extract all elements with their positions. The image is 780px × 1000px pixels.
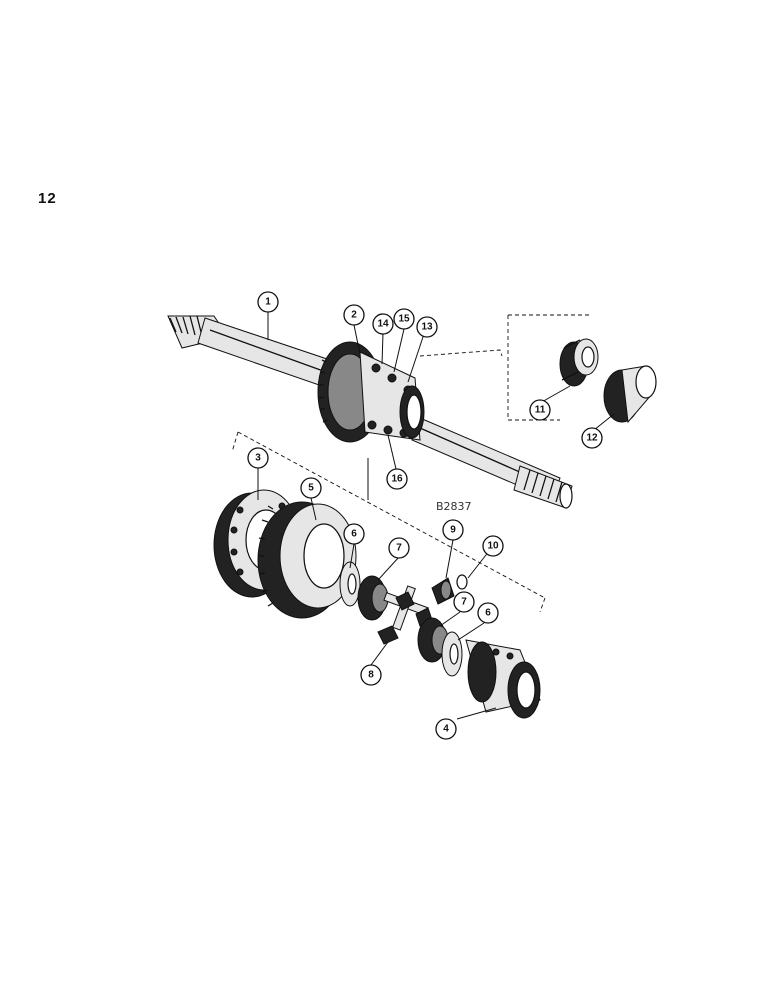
thrust-washer-left — [339, 561, 361, 607]
thrust-washer-right — [441, 631, 463, 677]
callout-4: 4 — [435, 718, 457, 740]
callout-13: 13 — [416, 316, 438, 338]
drawing-code: B2837 — [436, 500, 472, 513]
page-number: 12 — [38, 190, 57, 207]
callout-12: 12 — [581, 427, 603, 449]
svg-text:16: 16 — [391, 474, 403, 485]
side-gear-right — [417, 617, 449, 663]
callout-10: 10 — [482, 535, 504, 557]
callout-3: 3 — [247, 447, 269, 469]
ring-gear — [257, 501, 357, 619]
svg-text:2: 2 — [351, 310, 357, 321]
side-gear-left — [357, 575, 389, 621]
svg-text:8: 8 — [368, 670, 374, 681]
differential-hub-assembled — [317, 341, 425, 443]
callout-14: 14 — [372, 313, 394, 335]
callout-6-right: 6 — [477, 602, 499, 624]
callout-16: 16 — [386, 468, 408, 490]
pinion-gear — [431, 577, 455, 605]
callout-2: 2 — [343, 304, 365, 326]
differential-case — [465, 639, 541, 719]
callout-15: 15 — [393, 308, 415, 330]
svg-text:15: 15 — [398, 314, 410, 325]
callout-1: 1 — [257, 291, 279, 313]
svg-text:13: 13 — [421, 322, 433, 333]
svg-text:3: 3 — [255, 453, 261, 464]
svg-text:14: 14 — [377, 319, 389, 330]
svg-text:5: 5 — [308, 483, 314, 494]
svg-text:6: 6 — [485, 608, 491, 619]
callout-9: 9 — [442, 519, 464, 541]
pinion-washer — [456, 574, 468, 590]
bearing-cone — [559, 338, 599, 387]
callout-5: 5 — [300, 477, 322, 499]
svg-text:10: 10 — [487, 541, 499, 552]
bearing-cup — [603, 365, 657, 424]
spider-pinion-set — [377, 585, 433, 645]
svg-text:9: 9 — [450, 525, 456, 536]
svg-text:1: 1 — [265, 297, 271, 308]
svg-text:7: 7 — [461, 597, 467, 608]
svg-text:11: 11 — [535, 405, 546, 416]
svg-text:12: 12 — [586, 433, 598, 444]
callout-7-right: 7 — [453, 591, 475, 613]
svg-text:7: 7 — [396, 543, 402, 554]
callout-6-left: 6 — [343, 523, 365, 545]
callout-7-left: 7 — [388, 537, 410, 559]
svg-text:4: 4 — [443, 724, 449, 735]
callout-8: 8 — [360, 664, 382, 686]
svg-text:6: 6 — [351, 529, 357, 540]
callout-11: 11 — [529, 399, 551, 421]
axle-shaft-assembly — [167, 315, 573, 509]
